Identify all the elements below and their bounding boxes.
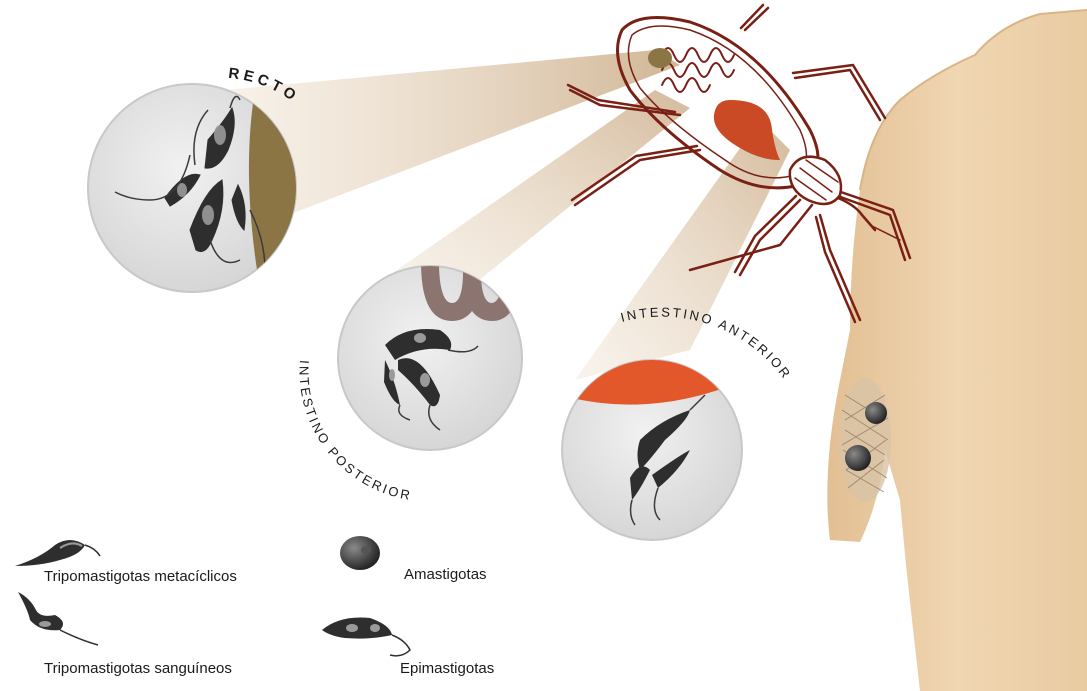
legend-label-blood: Tripomastigotas sanguíneos [44,660,232,677]
amastigote-icon [340,536,380,570]
epimastigote-icon [322,618,410,656]
blood-trypomastigote-icon [18,592,98,645]
amastigote-in-tissue [845,445,871,471]
bug-anterior-gut [714,100,780,160]
legend-label-amastigote: Amastigotas [404,566,487,583]
amastigote-in-tissue [865,402,887,424]
human-torso [827,10,1087,691]
legend-label-epimastigote: Epimastigotas [400,660,494,677]
legend-label-metacyclic: Tripomastigotas metacíclicos [44,568,237,585]
arm-wound [839,378,891,502]
intestino-anterior-magnifier [560,360,745,540]
intestino-posterior-magnifier [338,262,522,450]
metacyclic-trypomastigote-icon [15,540,100,566]
bug-rectum [648,48,672,68]
